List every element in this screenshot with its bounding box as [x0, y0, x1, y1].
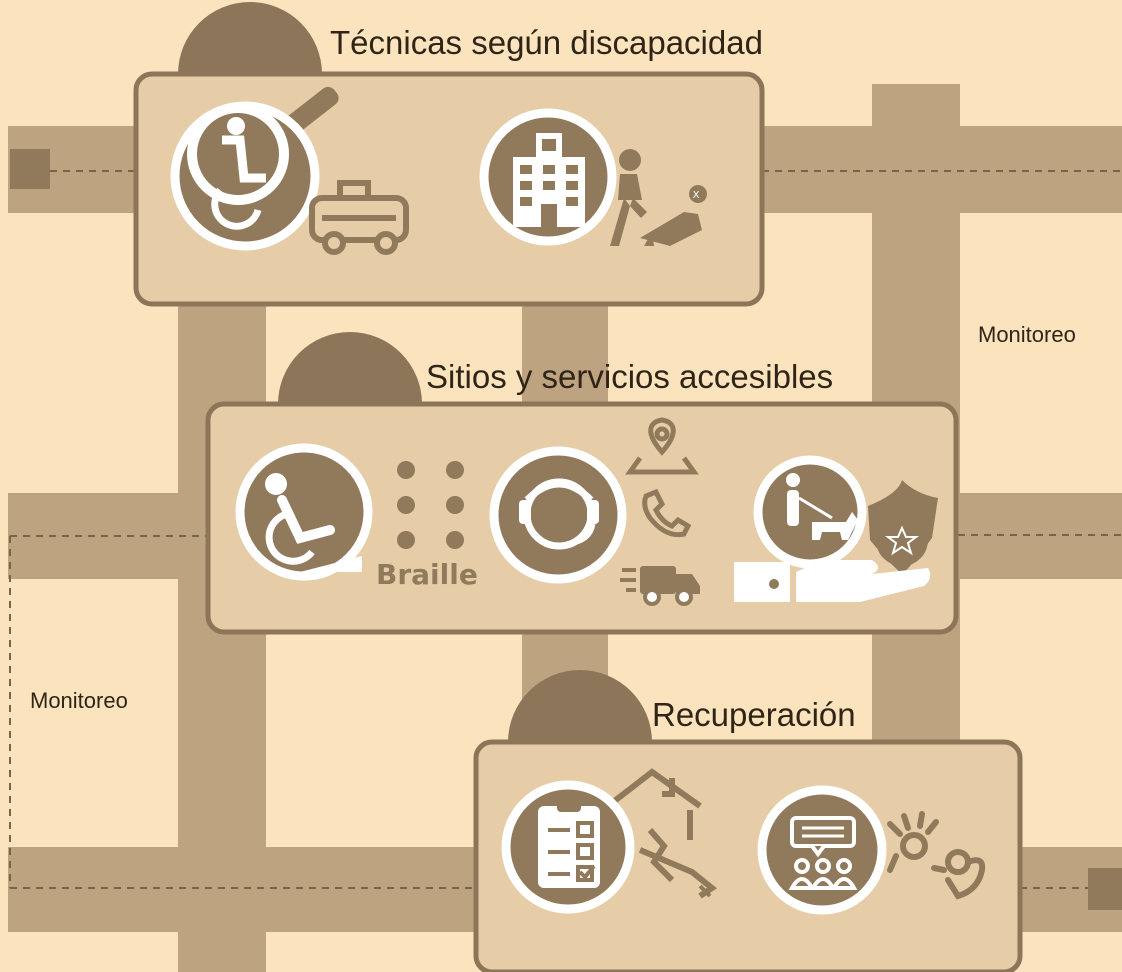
braille-label: Braille [376, 558, 478, 591]
braille-dots-icon [397, 461, 464, 549]
guide-dog-icon [753, 455, 867, 569]
bus-icon [309, 180, 409, 255]
start-marker [10, 149, 50, 189]
section-title-tecnicas: Técnicas según discapacidad [330, 24, 763, 61]
panel-tecnicas: X [133, 2, 765, 307]
police-badge-icon [868, 480, 938, 574]
community-chat-icon [757, 785, 887, 915]
phone-icon [642, 488, 692, 538]
wheelchair-ramp-icon [235, 443, 373, 581]
svg-text:X: X [693, 190, 700, 201]
support-hand-icon [734, 560, 931, 602]
monitoring-connectors [9, 170, 1122, 889]
magnifier-wheelchair-icon [170, 86, 339, 251]
end-marker [1088, 868, 1122, 910]
section-title-recuperacion: Recuperación [652, 696, 856, 733]
hospital-icon [479, 108, 617, 246]
checklist-icon [501, 780, 635, 914]
operator-headset-icon [489, 446, 627, 584]
section-title-sitios: Sitios y servicios accesibles [426, 358, 834, 395]
ambulance-icon [620, 566, 700, 606]
monitoring-label-right: Monitoreo [978, 322, 1076, 347]
panel-sitios [205, 332, 959, 635]
sign-language-icon [887, 811, 986, 900]
monitoring-label-left: Monitoreo [30, 688, 128, 713]
location-pin-icon [625, 417, 699, 475]
first-aid-icon: X [610, 149, 707, 246]
panel-recuperacion [473, 670, 1023, 972]
